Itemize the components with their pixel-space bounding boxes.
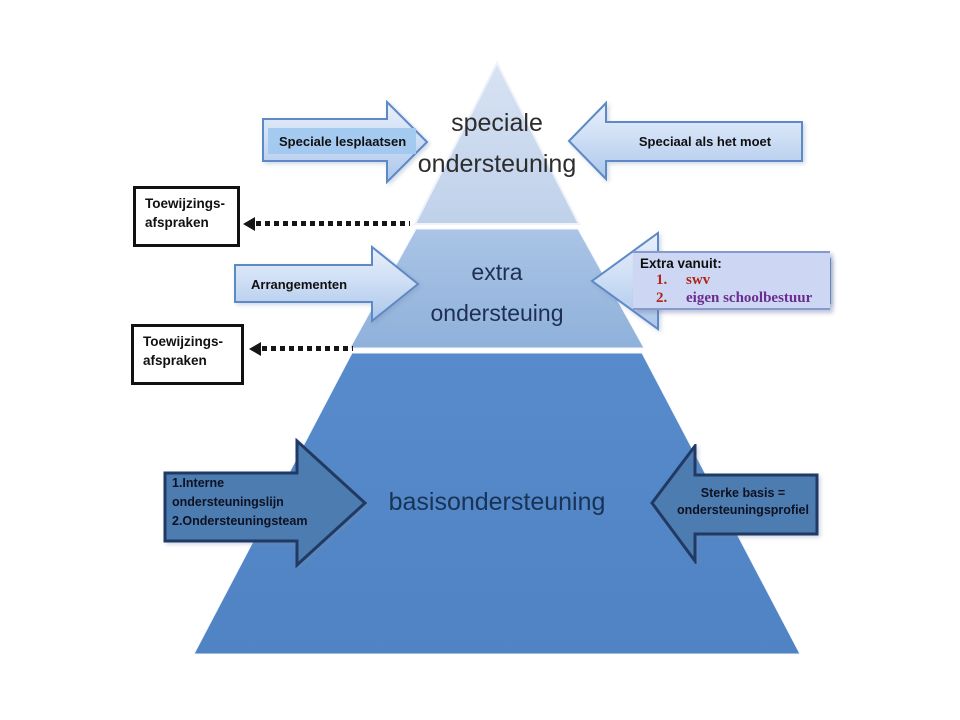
pyramid-level-speciale [413, 60, 581, 225]
list-text: swv [686, 272, 711, 288]
label-basisondersteuning: basisondersteuning [347, 488, 647, 517]
speciale-lesplaatsen-label: Speciale lesplaatsen [279, 134, 407, 149]
extra-vanuit-item-schoolbestuur: 2. eigen schoolbestuur [640, 289, 824, 307]
right-arrow-icon [262, 100, 429, 184]
toewijzings-afspraken-box-1: Toewijzings- afspraken [133, 186, 240, 247]
interne-ondersteuningslijn-label: 1.Interne ondersteuningslijn 2.Ondersteu… [172, 474, 307, 531]
toewijzings-line2: afspraken [143, 353, 207, 368]
extra-vanuit-item-swv: 1. swv [640, 271, 824, 289]
toewijzings-line2: afspraken [145, 215, 209, 230]
list-number: 1. [656, 272, 668, 288]
toewijzings-afspraken-box-2: Toewijzings- afspraken [131, 324, 244, 385]
arrangementen-label: Arrangementen [251, 277, 348, 292]
label-extra: extra [471, 259, 523, 285]
dotted-connector-top [256, 221, 410, 226]
dotted-connector-bottom [262, 346, 353, 351]
interne-line1: 1.Interne [172, 476, 225, 490]
dotted-arrowhead-icon [249, 342, 261, 356]
extra-vanuit-box: Extra vanuit: 1. swv 2. eigen schoolbestuu… [633, 251, 830, 310]
sterke-basis-line1: Sterke basis = [700, 486, 786, 500]
dotted-arrowhead-icon [243, 217, 255, 231]
speciaal-als-het-moet-label: Speciaal als het moet [638, 134, 772, 149]
left-arrow-icon [567, 100, 803, 182]
extra-vanuit-heading: Extra vanuit: [640, 256, 722, 271]
right-arrow-dark-icon [163, 438, 368, 568]
list-number: 2. [656, 290, 668, 306]
highlight-strip [268, 128, 416, 154]
toewijzings-line1: Toewijzings- [143, 334, 223, 349]
label-ondersteuing: ondersteuing [430, 300, 564, 326]
interne-line3: 2.Ondersteuningsteam [172, 514, 308, 528]
label-extra-ondersteuing: extra ondersteuing [372, 252, 622, 334]
sterke-basis-label: Sterke basis = ondersteuningsprofiel [668, 485, 818, 519]
interne-line2: ondersteuningslijn [172, 495, 284, 509]
label-speciale-ondersteuning: speciale ondersteuning [347, 103, 647, 185]
label-speciale: speciale [451, 109, 543, 137]
label-ondersteuning: ondersteuning [417, 150, 577, 178]
list-text: eigen schoolbestuur [686, 290, 813, 306]
pyramid-level-basis [193, 352, 801, 655]
sterke-basis-line2: ondersteuningsprofiel [677, 503, 809, 517]
label-basis-text: basisondersteuning [388, 488, 606, 516]
right-arrow-icon [234, 245, 420, 324]
toewijzings-line1: Toewijzings- [145, 196, 225, 211]
left-arrow-dark-icon [650, 444, 819, 564]
